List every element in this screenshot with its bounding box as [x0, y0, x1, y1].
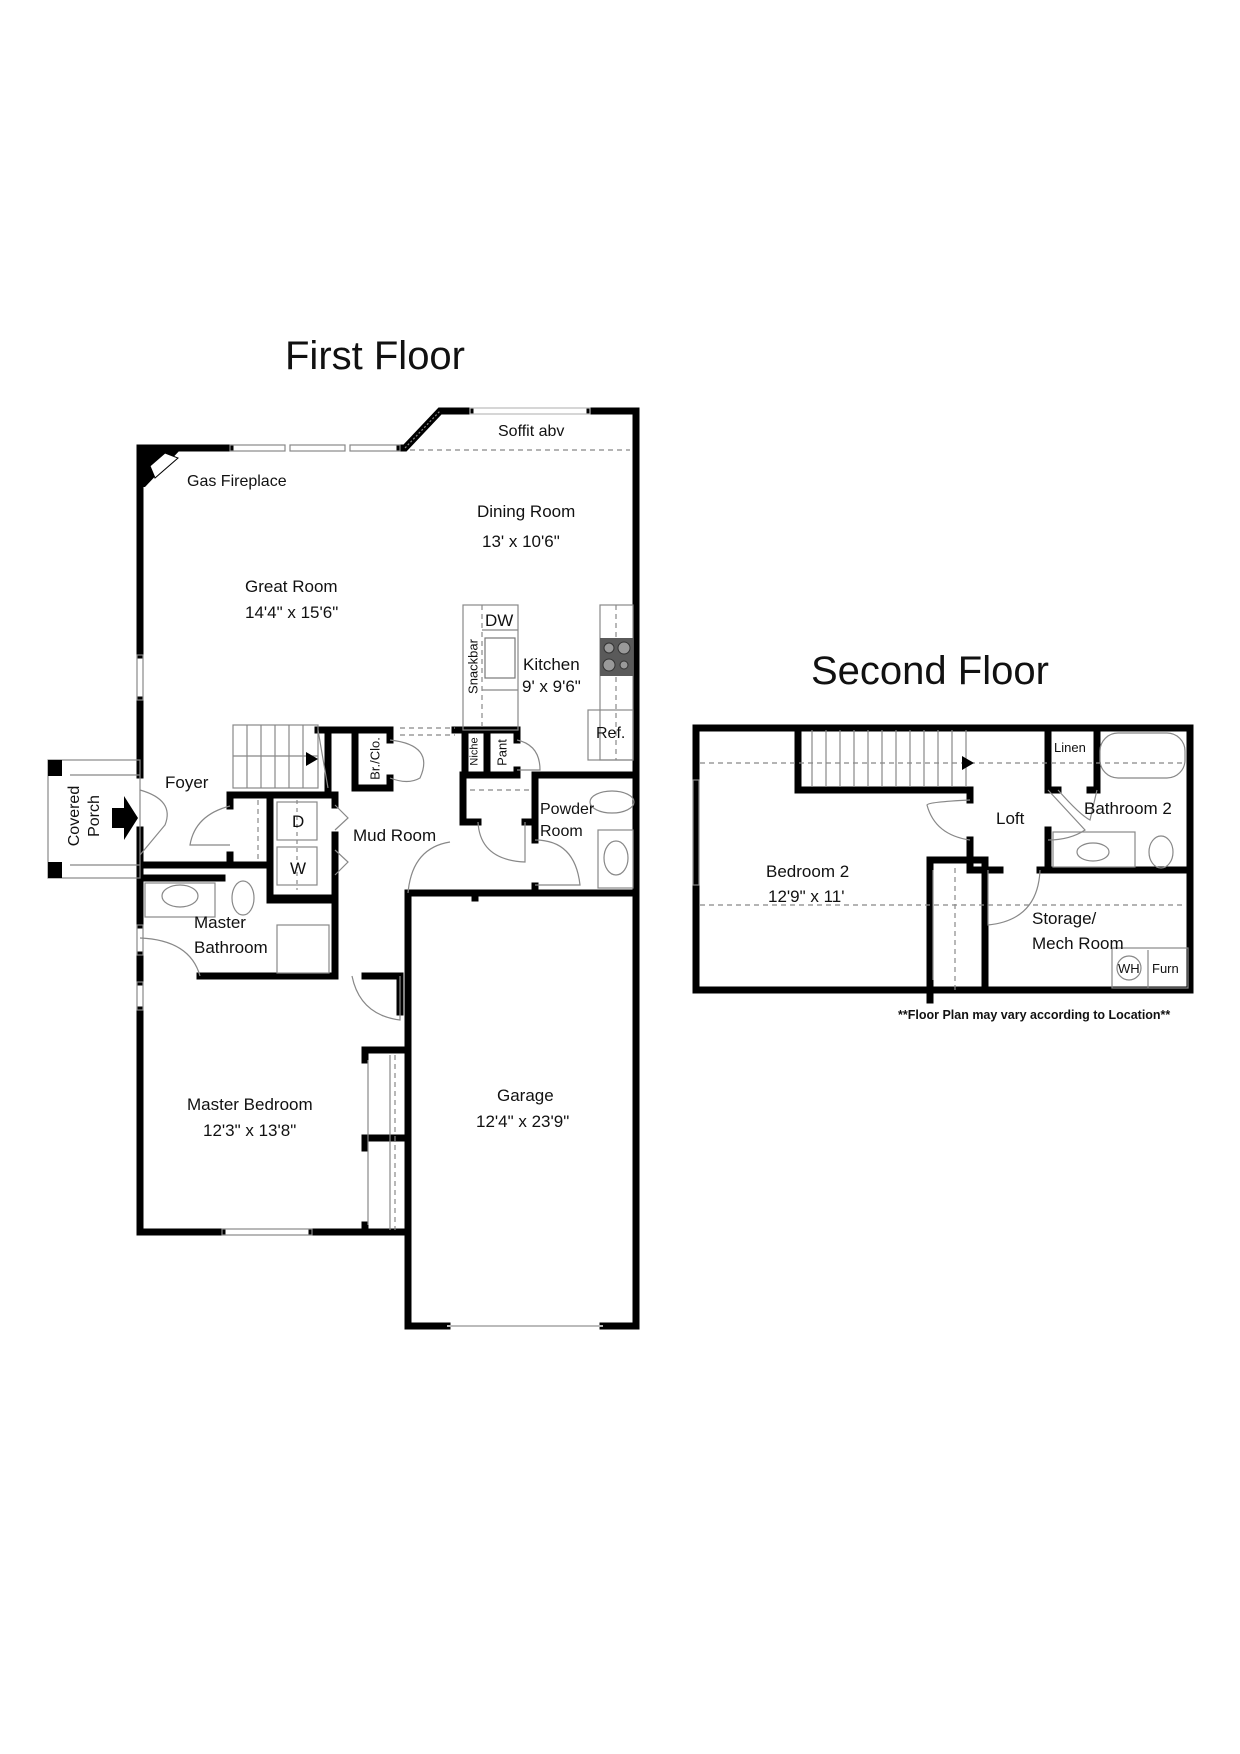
master-bathroom-label-1: Master [194, 913, 246, 932]
refrigerator-label: Ref. [596, 725, 626, 742]
mud-room-label: Mud Room [353, 826, 437, 845]
first-floor-title: First Floor [285, 334, 465, 378]
loft-label: Loft [996, 809, 1025, 828]
niche-label: Niche [468, 737, 481, 766]
kitchen-label: Kitchen [523, 655, 580, 674]
foyer-label: Foyer [165, 773, 209, 792]
dining-room-label: Dining Room [477, 502, 576, 521]
water-heater-label: WH [1118, 961, 1140, 976]
master-bedroom-label: Master Bedroom [187, 1095, 313, 1114]
soffit-label: Soffit abv [498, 423, 565, 440]
second-floor-walls [692, 724, 1194, 1004]
bathroom-2-label: Bathroom 2 [1084, 799, 1172, 818]
bedroom-2-label: Bedroom 2 [766, 862, 850, 881]
dishwasher-label: DW [485, 611, 514, 630]
great-room-size: 14'4" x 15'6" [245, 603, 339, 622]
footnote: **Floor Plan may vary according to Locat… [898, 1008, 1171, 1022]
garage-size: 12'4" x 23'9" [476, 1112, 570, 1131]
gas-fireplace-label: Gas Fireplace [187, 473, 287, 490]
snackbar-label: Snackbar [465, 639, 481, 694]
dryer-label: D [292, 812, 305, 831]
dining-room-size: 13' x 10'6" [482, 532, 560, 551]
washer-label: W [290, 859, 307, 878]
stair-arrow-icon [962, 756, 974, 770]
furnace-label: Furn [1152, 961, 1179, 976]
master-bedroom-size: 12'3" x 13'8" [203, 1121, 297, 1140]
storage-label-1: Storage/ [1032, 909, 1097, 928]
powder-room-label-1: Powder [540, 801, 595, 818]
covered-porch-label-1: Covered [66, 785, 83, 847]
garage-label: Garage [497, 1086, 554, 1105]
first-floor-walls [136, 407, 640, 1330]
bedroom-2-size: 12'9" x 11' [768, 887, 845, 906]
powder-room-label-2: Room [540, 823, 583, 840]
second-floor-title: Second Floor [811, 649, 1049, 693]
covered-porch-label-2: Porch [86, 795, 103, 837]
master-bathroom-label-2: Bathroom [194, 938, 268, 957]
great-room-label: Great Room [245, 577, 338, 596]
broom-closet-label: Br./Clo. [367, 737, 383, 780]
storage-label-2: Mech Room [1032, 934, 1124, 953]
entry-arrow-icon [112, 796, 138, 840]
linen-label: Linen [1054, 740, 1086, 755]
pantry-label: Pant [494, 739, 510, 766]
kitchen-size: 9' x 9'6" [522, 677, 581, 696]
stair-arrow-icon [306, 752, 318, 766]
